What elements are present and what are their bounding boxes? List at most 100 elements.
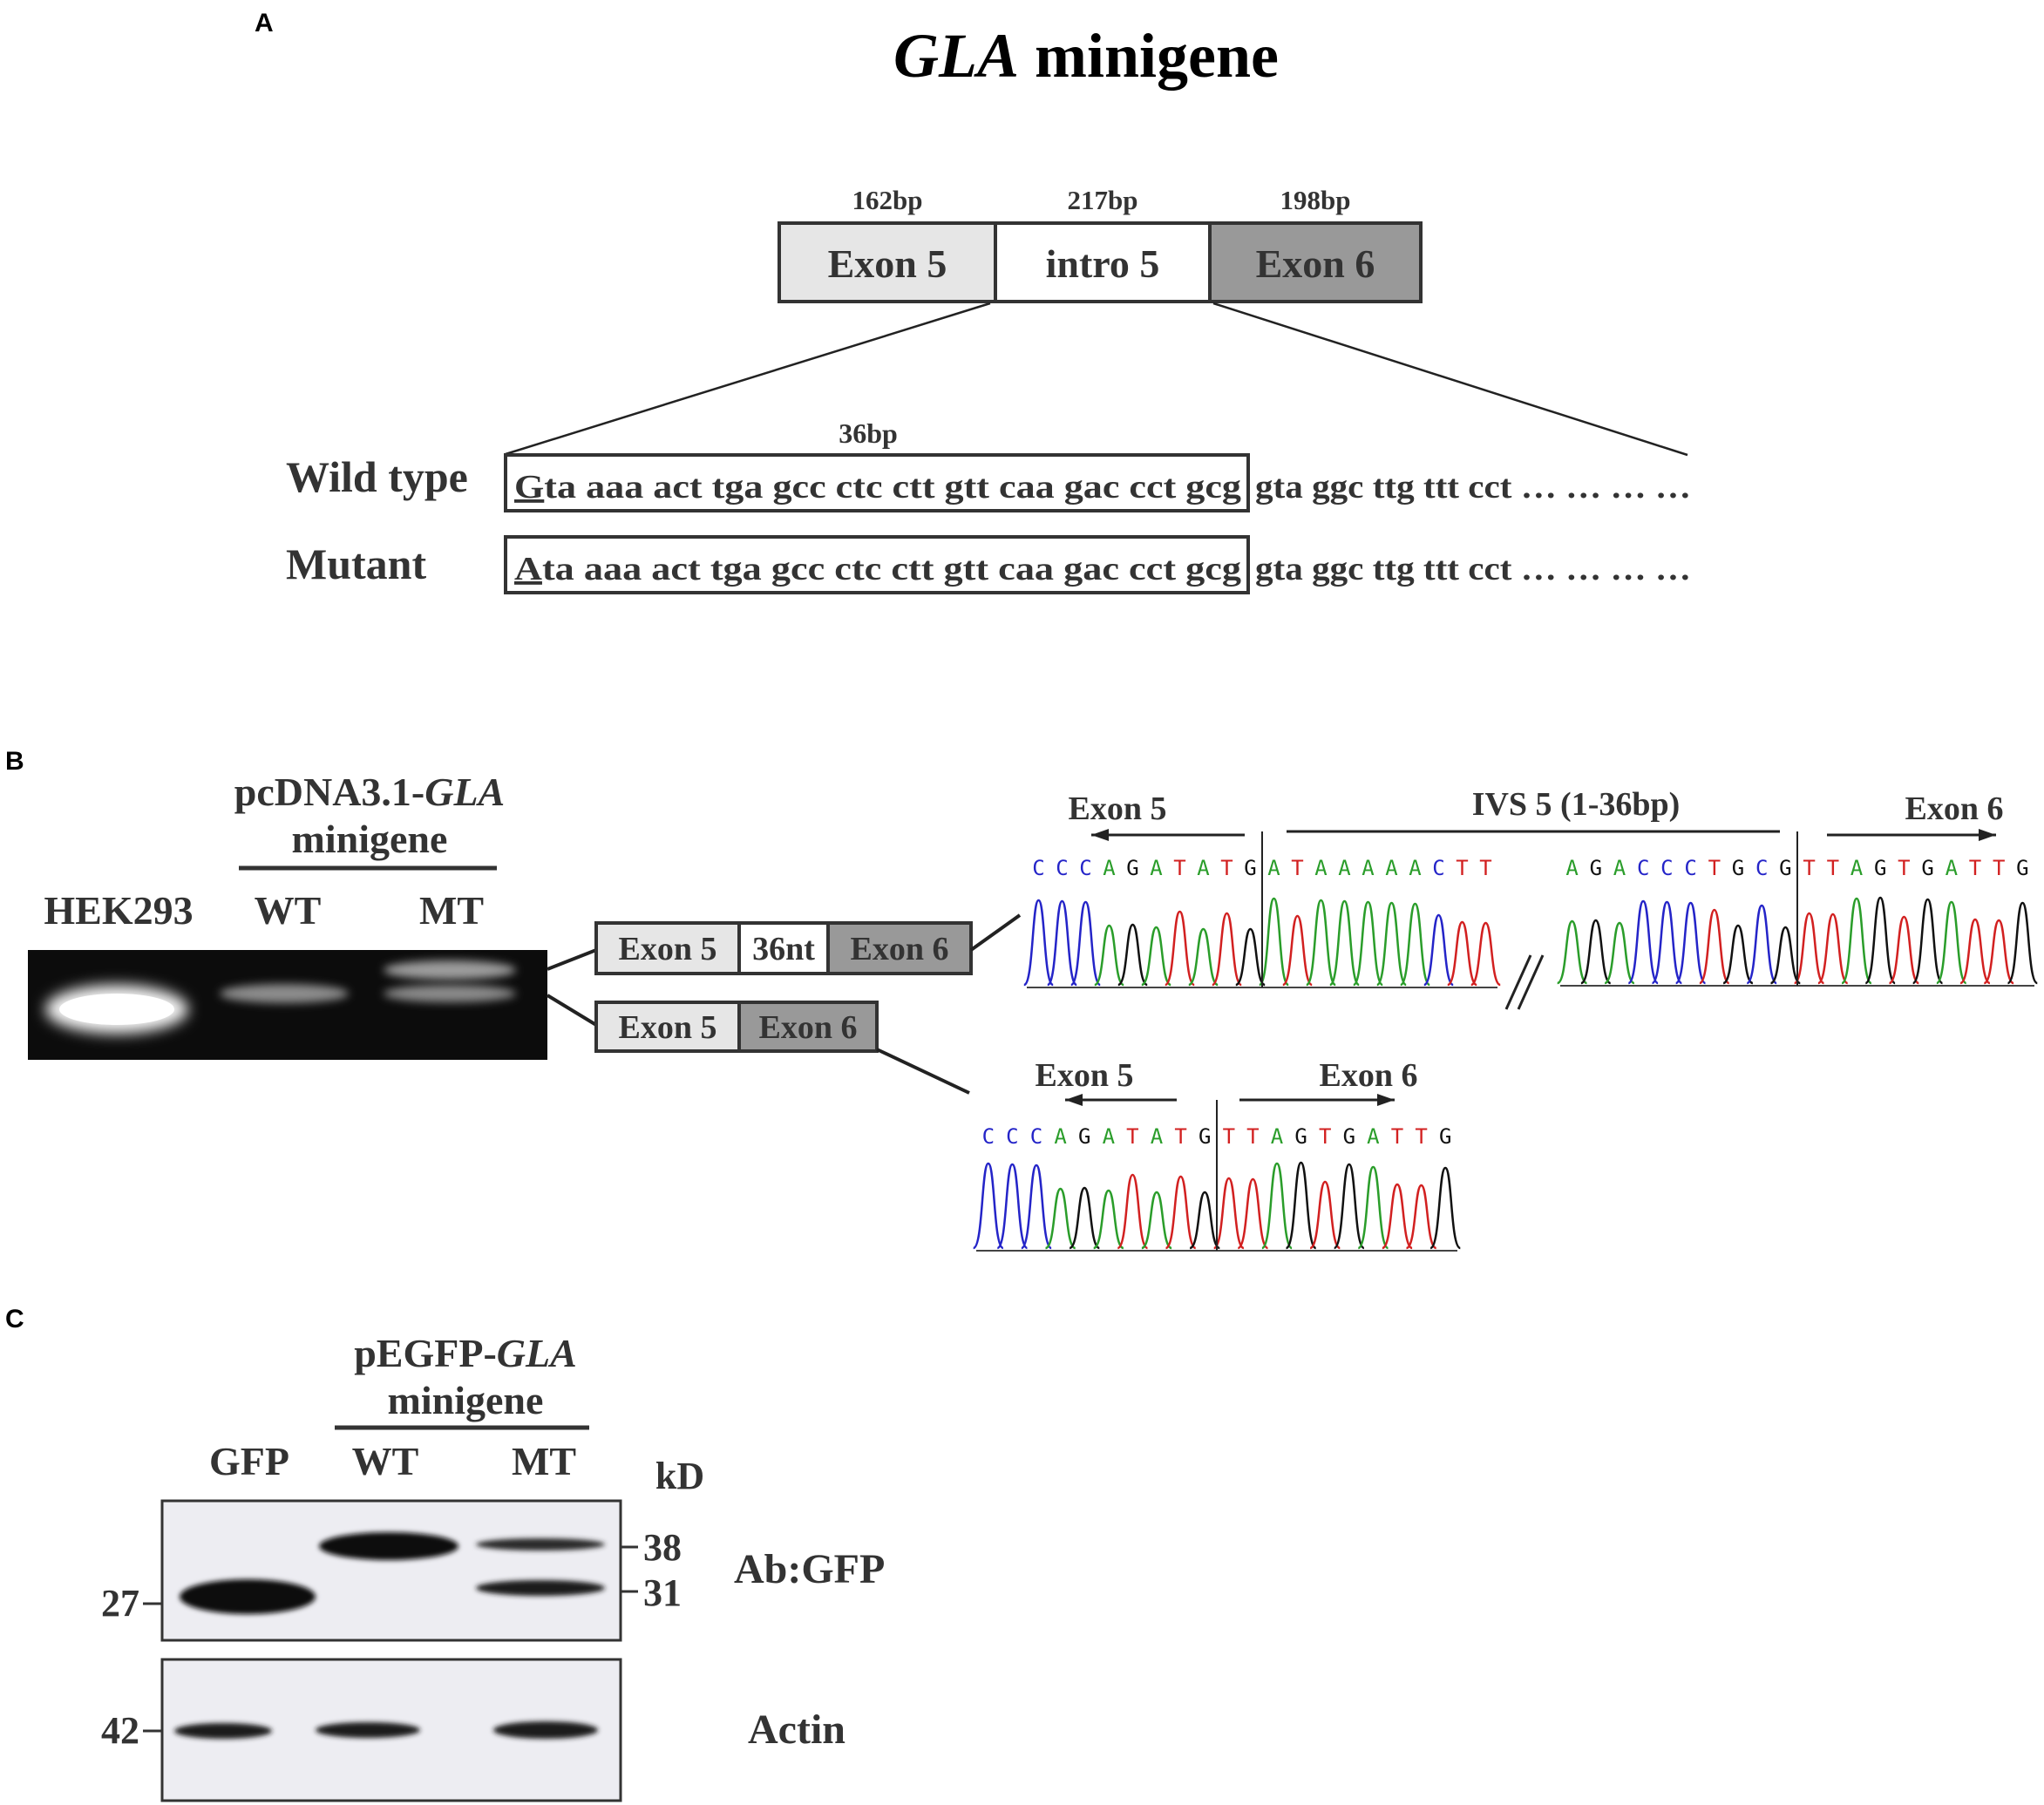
gel-band-mt-upper xyxy=(384,960,516,980)
trace-peak xyxy=(972,1162,1005,1250)
trace-peak xyxy=(1357,1165,1389,1250)
upper-trace-header: Exon 5 IVS 5 (1-36bp) Exon 6 xyxy=(1069,786,2003,841)
trace-peak xyxy=(1285,1161,1317,1250)
base-call-letter: A xyxy=(1150,856,1163,880)
marker-31: 31 xyxy=(643,1571,682,1614)
blot-band-actin-gfp xyxy=(174,1723,272,1739)
base-call-letter: G xyxy=(1343,1124,1355,1149)
marker-42: 42 xyxy=(101,1709,139,1752)
panel-c-letter: C xyxy=(5,1305,24,1333)
lower-trace-header: Exon 5 Exon 6 xyxy=(1036,1057,1417,1106)
base-call-letter: T xyxy=(1803,856,1815,880)
trace-peak xyxy=(1165,910,1195,987)
exon5-size: 162bp xyxy=(852,185,923,215)
upper-36nt-label: 36nt xyxy=(752,931,815,967)
panel-a-letter: A xyxy=(255,9,274,37)
lane-mt: MT xyxy=(419,888,484,933)
trace-peak xyxy=(1405,1184,1437,1250)
trace-peak xyxy=(1117,923,1148,987)
trace-peak xyxy=(1674,901,1707,985)
trace-peak xyxy=(1044,1187,1076,1250)
blot-band-mt-38 xyxy=(476,1538,605,1551)
gel-band-mt-lower xyxy=(384,985,516,1002)
base-call-letter: A xyxy=(1565,856,1579,880)
base-call-letter: A xyxy=(1103,1124,1116,1149)
trace-peak xyxy=(1235,927,1266,987)
product-skipped: Exon 5 Exon 6 xyxy=(594,1001,879,1053)
trace-peak xyxy=(1470,921,1501,987)
exon6-size: 198bp xyxy=(1280,185,1351,215)
base-call-letter: T xyxy=(1993,856,2005,880)
trace-peak xyxy=(1557,919,1588,985)
wild-type-rest-seq: gta ggc ttg ttt cct … … … … xyxy=(1255,469,1691,506)
trace-upper-exon5: Exon 5 xyxy=(1069,791,1167,827)
gene-schematic: Exon 5 intro 5 Exon 6 162bp 217bp 198bp xyxy=(505,185,1688,457)
mutant-label: Mutant xyxy=(286,539,426,588)
base-call-letter: T xyxy=(1246,1124,1259,1149)
base-call-letter: G xyxy=(1732,856,1744,880)
pcdna-construct-label-line2: minigene xyxy=(292,817,448,861)
kd-label: kD xyxy=(655,1455,704,1497)
trace-peak xyxy=(1722,924,1754,985)
base-call-letter: T xyxy=(1291,856,1303,880)
trace-peak xyxy=(1141,1191,1172,1250)
trace-peak xyxy=(1604,921,1635,985)
lower-exon6-label: Exon 6 xyxy=(759,1009,858,1046)
base-call-letter: A xyxy=(1151,1124,1164,1149)
trace-peak xyxy=(1046,899,1078,987)
trace-peak xyxy=(1793,912,1825,985)
base-call-letter: C xyxy=(1079,856,1091,880)
wild-type-36bp-box xyxy=(504,453,1250,512)
base-call-letter: T xyxy=(1898,856,1910,880)
intron5-box xyxy=(994,221,1212,303)
arrowhead-right xyxy=(1979,829,1996,841)
trace-peak xyxy=(1188,927,1219,987)
base-call-letter: A xyxy=(1054,1124,1067,1149)
base-call-letter: G xyxy=(1294,1124,1307,1149)
base-call-letter: G xyxy=(1244,856,1256,880)
trace-peak xyxy=(1817,913,1849,985)
blot-label-actin: Actin xyxy=(748,1707,845,1753)
trace-peak xyxy=(1094,924,1124,987)
wild-type-label: Wild type xyxy=(286,452,468,501)
base-call-letter: G xyxy=(1874,856,1886,880)
trace-peak xyxy=(1769,926,1801,985)
pointer-to-upper-trace xyxy=(969,913,1022,952)
base-call-letter: T xyxy=(1174,1124,1186,1149)
base-call-letter: T xyxy=(1456,856,1468,880)
zoom-line-right xyxy=(1212,302,1688,457)
base-call-letter: A xyxy=(1267,856,1280,880)
base-call-letter: A xyxy=(1362,856,1375,880)
trace-peak xyxy=(1212,1177,1246,1250)
trace-peak xyxy=(1212,912,1242,987)
intron5-size: 217bp xyxy=(1068,185,1138,215)
base-call-letter: C xyxy=(1032,856,1044,880)
base-call-letter: C xyxy=(1056,856,1068,880)
blot-band-mt-31 xyxy=(476,1580,605,1596)
base-call-letter: C xyxy=(982,1124,995,1149)
trace-peak xyxy=(1959,918,1991,985)
wild-type-first-base: G xyxy=(514,469,544,506)
base-call-letter: C xyxy=(1684,856,1696,880)
trace-peak xyxy=(1352,900,1384,987)
mutant-rest-seq: gta ggc ttg ttt cct … … … … xyxy=(1255,551,1691,587)
trace-upper-ivs5: IVS 5 (1-36bp) xyxy=(1472,786,1681,823)
base-call-letter: A xyxy=(1946,856,1959,880)
base-call-letter: A xyxy=(1409,856,1422,880)
exon5-box xyxy=(778,221,997,303)
trace-peak xyxy=(2007,901,2039,985)
base-call-letter: G xyxy=(1590,856,1602,880)
base-call-letter: C xyxy=(1637,856,1649,880)
trace-peak xyxy=(1864,896,1897,985)
base-call-letter: G xyxy=(1439,1124,1451,1149)
base-call-letter: C xyxy=(1432,856,1444,880)
upper-exon6-label: Exon 6 xyxy=(851,931,949,967)
pointer-lower-product xyxy=(546,994,598,1027)
trace-peak xyxy=(1309,1180,1341,1250)
pegfp-construct-label-line2: minigene xyxy=(388,1378,544,1422)
base-call-letter: A xyxy=(1103,856,1116,880)
